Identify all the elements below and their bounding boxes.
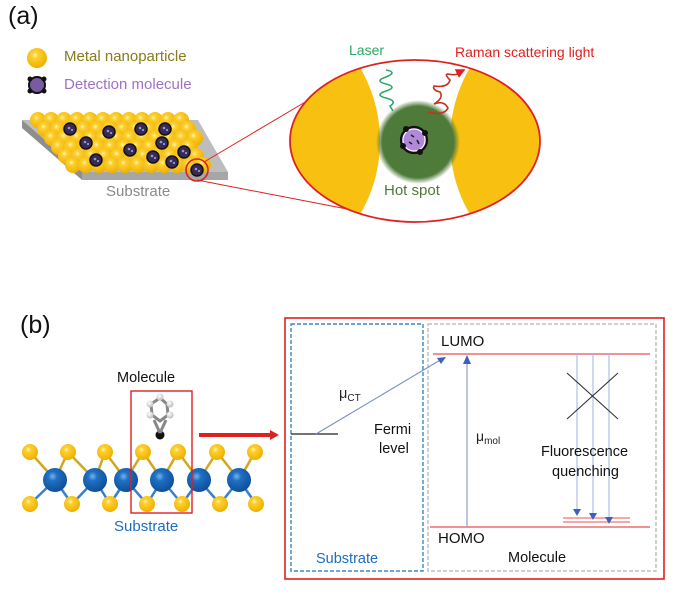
molecule-highlight-box <box>130 390 193 514</box>
detection-molecule-mark <box>190 163 204 177</box>
sulfur-atom <box>174 496 190 512</box>
sulfur-atom <box>170 444 186 460</box>
lumo-label: LUMO <box>441 333 485 350</box>
metal-nanoparticle-icon <box>27 48 47 68</box>
detection-molecule-mark <box>155 136 169 150</box>
sulfur-atom <box>209 444 225 460</box>
detection-molecule-mark <box>102 125 116 139</box>
panel-b-label: (b) <box>20 311 51 339</box>
detection-molecule-mark <box>89 153 103 167</box>
legend-detection-molecule-label: Detection molecule <box>64 76 192 93</box>
highlight-circle <box>185 158 209 182</box>
substrate-lattice <box>22 444 264 512</box>
mu-ct-symbol: μ <box>339 386 348 402</box>
right-nanoparticle <box>450 60 540 222</box>
zoom-ellipse-border <box>289 59 541 223</box>
zoom-line-bottom <box>196 179 348 210</box>
detection-molecule-icon <box>27 76 47 94</box>
substrate-region-box <box>290 323 424 572</box>
molecule-box-label: Molecule <box>508 550 567 566</box>
substrate-label-b: Substrate <box>114 518 179 535</box>
detection-molecule-mark <box>63 122 77 136</box>
nanoparticle <box>117 157 133 173</box>
detection-molecule-mark <box>158 122 172 136</box>
fluorescence-label-line2: quenching <box>552 464 619 480</box>
laser-wave <box>379 69 394 112</box>
molecule-region-box <box>427 323 657 572</box>
homo-label: HOMO <box>438 530 485 547</box>
fermi-label-line1: Fermi <box>374 422 412 438</box>
raman-label: Raman scattering light <box>455 44 595 60</box>
mu-mol-label: μmol <box>476 428 500 447</box>
detection-molecule-mark <box>146 150 160 164</box>
sulfur-atom <box>135 444 151 460</box>
substrate-box-label: Substrate <box>316 551 379 567</box>
quenching-cross-icon <box>566 372 619 420</box>
sulfur-atom <box>22 444 38 460</box>
mu-mol-arrowhead <box>463 355 471 364</box>
sulfur-atom <box>22 496 38 512</box>
laser-label: Laser <box>349 42 385 58</box>
molecule-label: Molecule <box>117 370 176 386</box>
metal-atom <box>150 468 174 492</box>
metal-atom <box>43 468 67 492</box>
nanoparticle <box>104 157 120 173</box>
metal-atom <box>227 468 251 492</box>
detection-molecule <box>399 125 429 155</box>
mu-ct-label: μCT <box>339 386 361 404</box>
mu-ct-arrow <box>315 358 443 435</box>
sulfur-atom <box>97 444 113 460</box>
legend-metal-nanoparticle-label: Metal nanoparticle <box>64 48 187 65</box>
nanoparticle <box>65 157 81 173</box>
raman-wave <box>427 69 466 115</box>
hotspot-label: Hot spot <box>384 182 440 199</box>
detection-molecule-mark <box>79 136 93 150</box>
fluorescence-label-line1: Fluorescence <box>541 444 629 460</box>
mu-mol-subscript: mol <box>484 436 501 447</box>
sulfur-atom <box>60 444 76 460</box>
sulfur-atom <box>247 444 263 460</box>
mu-ct-subscript: CT <box>347 393 361 404</box>
pointer-arrow-head <box>270 430 279 440</box>
detection-molecule-mark <box>134 122 148 136</box>
metal-atom <box>114 468 138 492</box>
mu-ct-arrowhead <box>437 357 446 364</box>
zoom-line-top <box>203 97 313 163</box>
molecule-structure <box>146 393 174 440</box>
nanoparticle-layer <box>30 112 211 177</box>
detection-molecule-mark <box>165 155 179 169</box>
mu-mol-symbol: μ <box>476 428 485 444</box>
fluorescence-arrows <box>573 354 613 524</box>
nanoparticle <box>130 157 146 173</box>
panel-a-label: (a) <box>8 2 39 30</box>
detection-molecule-mark <box>123 143 137 157</box>
detection-molecule-mark <box>177 145 191 159</box>
sulfur-atom <box>64 496 80 512</box>
sulfur-atom <box>139 496 155 512</box>
sulfur-atom <box>248 496 264 512</box>
energy-diagram-frame <box>284 317 665 580</box>
metal-atom <box>187 468 211 492</box>
metal-atom <box>83 468 107 492</box>
sulfur-atom <box>212 496 228 512</box>
fermi-label-line2: level <box>379 441 409 457</box>
substrate-label-a: Substrate <box>106 183 171 200</box>
sulfur-atom <box>102 496 118 512</box>
